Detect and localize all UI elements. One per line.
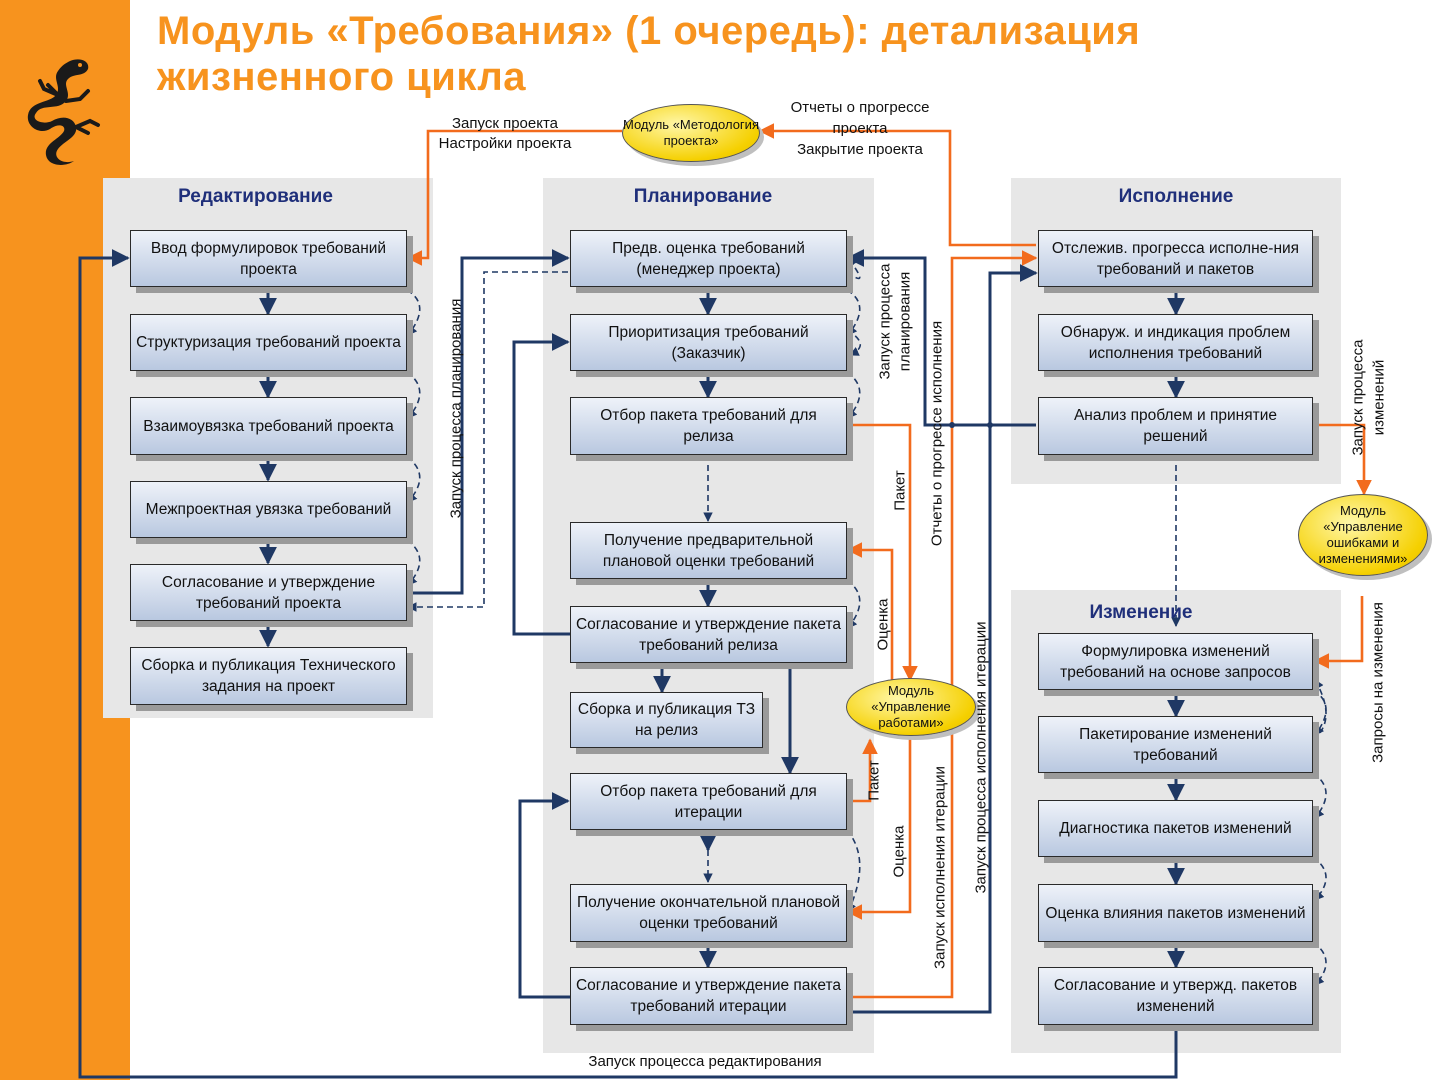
label-launch-changes-2: изменений	[1370, 359, 1388, 436]
plan-box-6[interactable]: Сборка и публикация ТЗ на релиз	[570, 692, 763, 748]
panel-title-edit: Редактирование	[178, 186, 333, 207]
module-errors[interactable]: Модуль «Управление ошибками и изменениям…	[1298, 494, 1428, 576]
label-launch-planning-right-2: планирования	[896, 271, 914, 372]
plan-box-2[interactable]: Приоритизация требований (Заказчик)	[570, 314, 847, 371]
plan-box-8[interactable]: Получение окончательной плановой оценки …	[570, 884, 847, 942]
change-box-2[interactable]: Пакетирование изменений требований	[1038, 716, 1313, 773]
change-box-3[interactable]: Диагностика пакетов изменений	[1038, 800, 1313, 857]
label-exec-progress-reports: Отчеты о прогрессе исполнения	[928, 320, 946, 547]
edit-box-6[interactable]: Сборка и публикация Технического задания…	[130, 647, 407, 705]
exec-box-1[interactable]: Отслежив. прогресса исполне-ния требован…	[1038, 230, 1313, 287]
edit-box-2[interactable]: Структуризация требований проекта	[130, 314, 407, 371]
edit-box-1[interactable]: Ввод формулировок требований проекта	[130, 230, 407, 287]
edit-box-4[interactable]: Межпроектная увязка требований	[130, 481, 407, 538]
label-project-close: Закрытие проекта	[797, 141, 923, 158]
plan-box-5[interactable]: Согласование и утверждение пакета требов…	[570, 606, 847, 663]
label-progress-reports-1: Отчеты о прогрессе	[790, 99, 930, 116]
plan-box-9[interactable]: Согласование и утверждение пакета требов…	[570, 967, 847, 1025]
plan-box-1[interactable]: Предв. оценка требований (менеджер проек…	[570, 230, 847, 287]
page-title: Модуль «Требования» (1 очередь): детализ…	[157, 9, 1141, 99]
label-launch-project: Запуск проекта	[451, 115, 558, 132]
panel-title-exec: Исполнение	[1118, 186, 1234, 207]
exec-box-3[interactable]: Анализ проблем и принятие решений	[1038, 397, 1313, 455]
label-launch-planning-right-1: Запуск процесса	[876, 263, 894, 380]
change-box-4[interactable]: Оценка влияния пакетов изменений	[1038, 884, 1313, 942]
module-work[interactable]: Модуль «Управление работами»	[846, 678, 976, 736]
label-launch-iteration-process: Запуск процесса исполнения итерации	[972, 621, 990, 894]
edit-box-3[interactable]: Взаимоувязка требований проекта	[130, 397, 407, 455]
label-package-2: Пакет	[865, 760, 883, 801]
panel-title-plan: Планирование	[633, 186, 773, 207]
label-estimate-2: Оценка	[890, 825, 908, 878]
label-change-requests: Запросы на изменения	[1369, 602, 1387, 763]
plan-box-4[interactable]: Получение предварительной плановой оценк…	[570, 522, 847, 579]
change-box-1[interactable]: Формулировка изменений требований на осн…	[1038, 633, 1313, 690]
exec-box-2[interactable]: Обнаруж. и индикация проблем исполнения …	[1038, 314, 1313, 371]
plan-box-7[interactable]: Отбор пакета требований для итерации	[570, 773, 847, 830]
label-launch-iteration: Запуск исполнения итерации	[931, 766, 949, 969]
module-methodology[interactable]: Модуль «Методология проекта»	[622, 104, 760, 162]
label-package-1: Пакет	[891, 470, 909, 511]
plan-box-3[interactable]: Отбор пакета требований для релиза	[570, 397, 847, 455]
label-launch-planning: Запуск процесса планирования	[447, 298, 465, 519]
edit-box-5[interactable]: Согласование и утверждение требований пр…	[130, 564, 407, 621]
label-launch-changes-1: Запуск процесса	[1349, 339, 1367, 456]
label-estimate-1: Оценка	[874, 598, 892, 651]
gecko-logo-icon	[27, 59, 100, 165]
panel-title-change: Изменение	[1089, 602, 1193, 623]
label-launch-editing: Запуск процесса редактирования	[588, 1053, 822, 1070]
label-project-settings: Настройки проекта	[438, 135, 572, 152]
label-progress-reports-2: проекта	[832, 120, 888, 137]
change-box-5[interactable]: Согласование и утвержд. пакетов изменени…	[1038, 967, 1313, 1025]
